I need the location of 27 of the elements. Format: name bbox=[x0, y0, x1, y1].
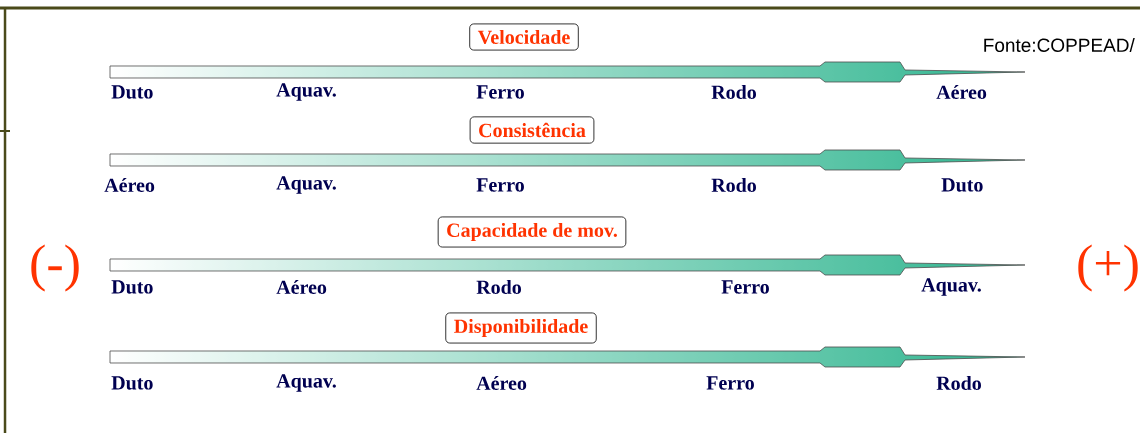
mode-label: Ferro bbox=[706, 376, 754, 390]
mode-label: Duto bbox=[941, 178, 983, 192]
mode-label: Aéreo bbox=[104, 177, 155, 193]
mode-label: Rodo bbox=[936, 375, 981, 390]
sign-label: (+) bbox=[1078, 244, 1138, 292]
mode-label: Aéreo bbox=[276, 279, 327, 295]
title-box: Velocidade bbox=[469, 23, 579, 51]
mode-label: Aquav. bbox=[276, 374, 336, 392]
mode-label: Ferro bbox=[721, 280, 769, 294]
mode-label: Aquav. bbox=[921, 278, 981, 296]
title-box: Capacidade de mov. bbox=[437, 216, 627, 248]
mode-label: Aéreo bbox=[936, 84, 987, 100]
mode-label: Duto bbox=[111, 280, 153, 294]
mode-label: Rodo bbox=[711, 177, 756, 192]
title-box: Consistência bbox=[469, 116, 595, 144]
mode-label: Ferro bbox=[476, 178, 524, 192]
mode-label: Aéreo bbox=[476, 375, 527, 391]
source-note: Fonte:COPPEAD/ bbox=[984, 38, 1135, 52]
mode-label: Ferro bbox=[476, 85, 524, 99]
mode-label: Rodo bbox=[711, 84, 756, 100]
title-box: Disponibilidade bbox=[445, 312, 597, 344]
mode-label: Duto bbox=[111, 376, 153, 390]
sign-label: (-) bbox=[31, 244, 79, 292]
mode-label: Aquav. bbox=[276, 176, 336, 194]
mode-label: Rodo bbox=[476, 279, 521, 294]
mode-label: Aquav. bbox=[276, 83, 336, 101]
mode-label: Duto bbox=[111, 85, 153, 99]
